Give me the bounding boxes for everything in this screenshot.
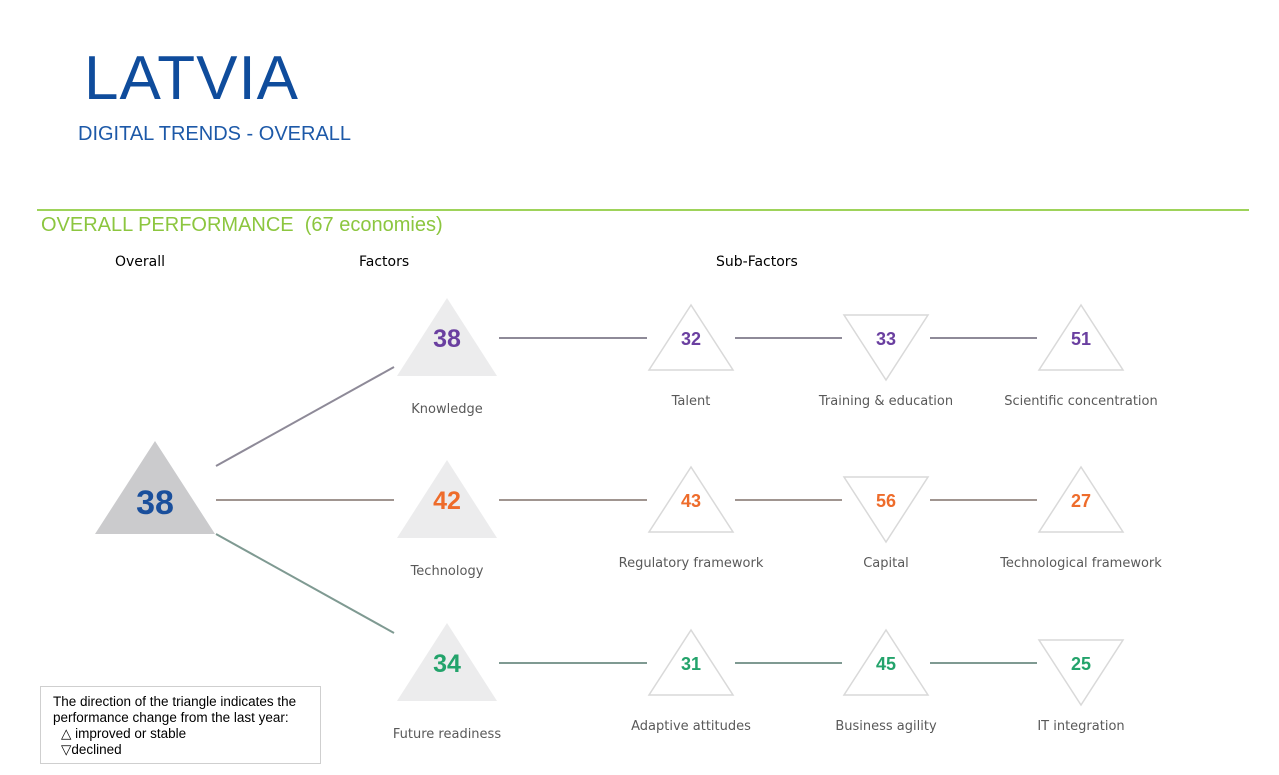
subfactor-label-talent: Talent xyxy=(671,394,711,409)
factor-rank-technology: 42 xyxy=(433,487,461,515)
legend-text-line2: performance change from the last year: xyxy=(53,710,289,725)
subfactor-rank-scientific-concentration: 51 xyxy=(1071,329,1091,349)
subfactor-label-technological-framework: Technological framework xyxy=(999,556,1162,571)
subfactor-rank-training-and-education: 33 xyxy=(876,329,896,349)
subfactor-triangle-up-icon xyxy=(1037,303,1125,371)
subfactor-rank-business-agility: 45 xyxy=(876,654,896,674)
section-divider xyxy=(37,209,1249,211)
overall-triangle-icon xyxy=(95,441,215,534)
subfactor-rank-capital: 56 xyxy=(876,491,896,511)
connector-overall-future-readiness xyxy=(215,533,395,634)
factor-triangle-up-icon xyxy=(397,460,497,538)
subfactor-rank-regulatory-framework: 43 xyxy=(681,491,701,511)
factor-label-knowledge: Knowledge xyxy=(411,402,482,417)
subfactor-triangle-up-icon xyxy=(647,303,735,371)
subfactor-label-regulatory-framework: Regulatory framework xyxy=(619,556,764,571)
section-title: OVERALL PERFORMANCE (67 economies) xyxy=(41,214,443,236)
subfactor-rank-it-integration: 25 xyxy=(1071,654,1091,674)
factor-label-technology: Technology xyxy=(410,564,484,579)
subfactor-label-scientific-concentration: Scientific concentration xyxy=(1004,394,1157,409)
legend-text-line1: The direction of the triangle indicates … xyxy=(53,694,297,709)
subfactor-label-training-and-education: Training & education xyxy=(818,394,953,409)
overall-rank: 38 xyxy=(136,484,174,522)
subfactor-triangle-down-icon xyxy=(1037,639,1125,707)
direction-legend: The direction of the triangle indicates … xyxy=(40,686,321,764)
column-header-factors: Factors xyxy=(359,254,410,270)
factor-triangle-up-icon xyxy=(397,623,497,701)
column-header-overall: Overall xyxy=(115,254,166,270)
factor-rank-future-readiness: 34 xyxy=(433,650,461,678)
subfactor-rank-talent: 32 xyxy=(681,329,701,349)
legend-declined: ▽declined xyxy=(61,742,122,757)
legend-improved: △ improved or stable xyxy=(61,726,187,741)
subfactor-triangle-up-icon xyxy=(1037,465,1125,533)
subfactor-triangle-up-icon xyxy=(842,628,930,696)
factor-rank-knowledge: 38 xyxy=(433,325,461,353)
column-header-subfactors: Sub-Factors xyxy=(716,254,798,270)
subfactor-triangle-down-icon xyxy=(842,314,930,382)
subfactor-triangle-down-icon xyxy=(842,476,930,544)
subfactor-label-it-integration: IT integration xyxy=(1037,719,1124,734)
page-subtitle: DIGITAL TRENDS - OVERALL xyxy=(78,123,352,145)
subfactor-rank-technological-framework: 27 xyxy=(1071,491,1091,511)
subfactor-rank-adaptive-attitudes: 31 xyxy=(681,654,701,674)
factor-triangle-up-icon xyxy=(397,298,497,376)
subfactor-triangle-up-icon xyxy=(647,628,735,696)
subfactor-triangle-up-icon xyxy=(647,465,735,533)
connector-overall-knowledge xyxy=(215,366,395,467)
subfactor-label-adaptive-attitudes: Adaptive attitudes xyxy=(631,719,751,734)
subfactor-label-capital: Capital xyxy=(863,556,909,571)
factor-label-future-readiness: Future readiness xyxy=(393,727,501,742)
subfactor-label-business-agility: Business agility xyxy=(835,719,937,734)
country-title: LATVIA xyxy=(84,44,300,113)
